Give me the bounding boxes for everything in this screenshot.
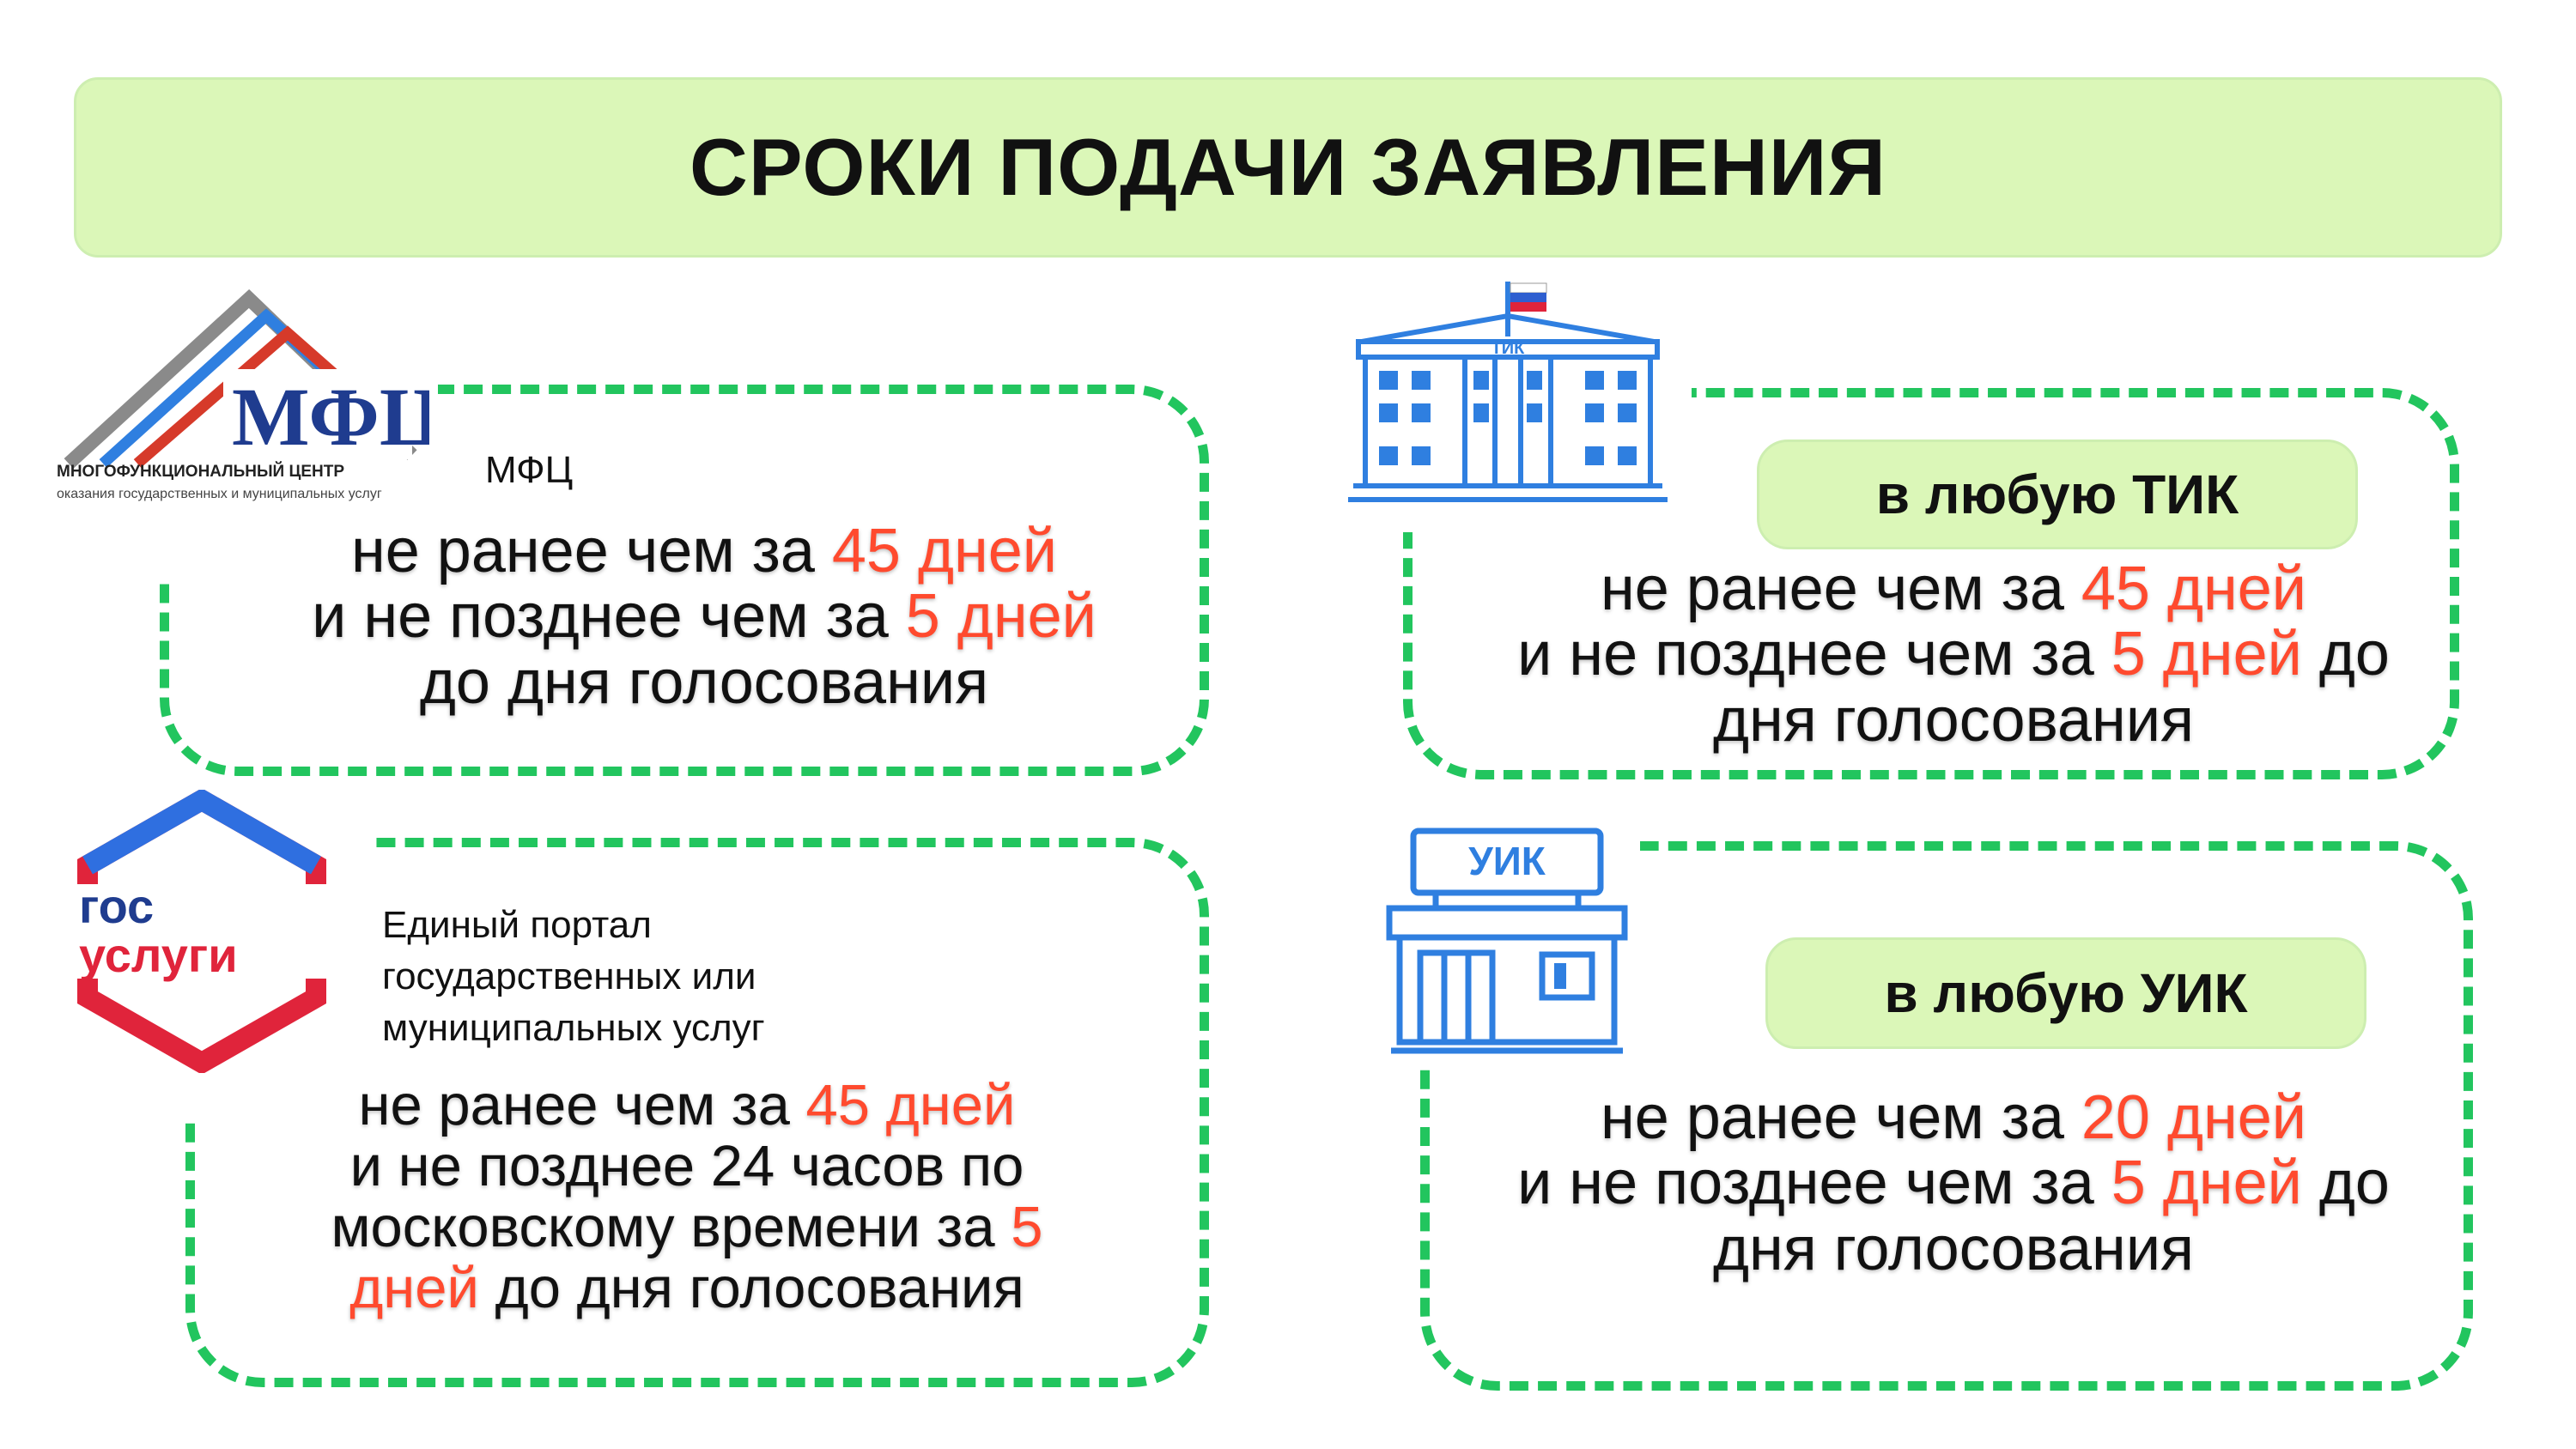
mfc-logo: МФЦ МНОГОФУНКЦИОНАЛЬНЫЙ ЦЕНТР оказания г… [57,289,429,501]
mfc-line-3: до дня голосования [419,647,989,717]
uik-card [1420,841,2473,1391]
uik-building-icon: УИК [1386,828,1628,1054]
gosuslugi-logo-line1: гос [79,879,154,933]
uik-line-2: и не позднее чем за 5 дней до [1517,1149,2390,1218]
uik-line-1: не ранее чем за 20 дней [1601,1083,2306,1152]
flag-white [1510,282,1547,294]
gosuslugi-line-3: московскому времени за 5 [331,1195,1043,1260]
uik-icon-label: УИК [1468,839,1546,883]
gosuslugi-logo-line2: услуги [79,928,238,982]
mfc-text: не ранее чем за 45 дней и не позднее чем… [197,518,1211,715]
gosuslugi-line-1: не ранее чем за 45 дней [358,1073,1016,1137]
header-banner: СРОКИ ПОДАЧИ ЗАЯВЛЕНИЯ [74,77,2502,258]
mfc-line-2: и не позднее чем за 5 дней [312,582,1097,652]
gosuslugi-logo: гос услуги [72,790,330,1073]
tik-card [1403,388,2459,779]
flag-red [1510,302,1546,312]
flag-blue [1510,293,1546,302]
tik-line-1: не ранее чем за 45 дней [1601,555,2306,623]
gosuslugi-hexagon-blue [82,790,321,875]
mfc-label: МФЦ [485,449,574,491]
page-title: СРОКИ ПОДАЧИ ЗАЯВЛЕНИЯ [690,122,1886,212]
mfc-logo-line2: оказания государственных и муниципальных… [57,487,382,501]
gosuslugi-label-line-3: муниципальных услуг [382,1006,765,1049]
gosuslugi-label-line-1: Единый портал [382,904,652,946]
tik-line-2: и не позднее чем за 5 дней до [1517,620,2390,689]
tik-line-3: дня голосования [1712,685,2195,755]
gosuslugi-text: не ранее чем за 45 дней и не позднее 24 … [275,1075,1099,1319]
gosuslugi-label: Единый портал государственных или муници… [382,900,765,1053]
tik-pill: в любую ТИК [1757,440,2358,549]
uik-line-3: дня голосования [1712,1214,2195,1283]
gosuslugi-line-2: и не позднее 24 часов по [349,1134,1024,1199]
mfc-logo-line1: МНОГОФУНКЦИОНАЛЬНЫЙ ЦЕНТР [57,462,344,481]
gosuslugi-label-line-2: государственных или [382,955,756,997]
gosuslugi-line-4: дней до дня голосования [349,1256,1024,1321]
tik-building-icon: ТИК [1348,282,1668,502]
tik-icon-label: ТИК [1492,339,1526,358]
tik-text: не ранее чем за 45 дней и не позднее чем… [1460,556,2447,753]
uik-pill: в любую УИК [1765,937,2366,1049]
mfc-line-1: не ранее чем за 45 дней [351,517,1057,585]
mfc-logo-title: МФЦ [232,371,429,463]
uik-text: не ранее чем за 20 дней и не позднее чем… [1460,1085,2447,1282]
